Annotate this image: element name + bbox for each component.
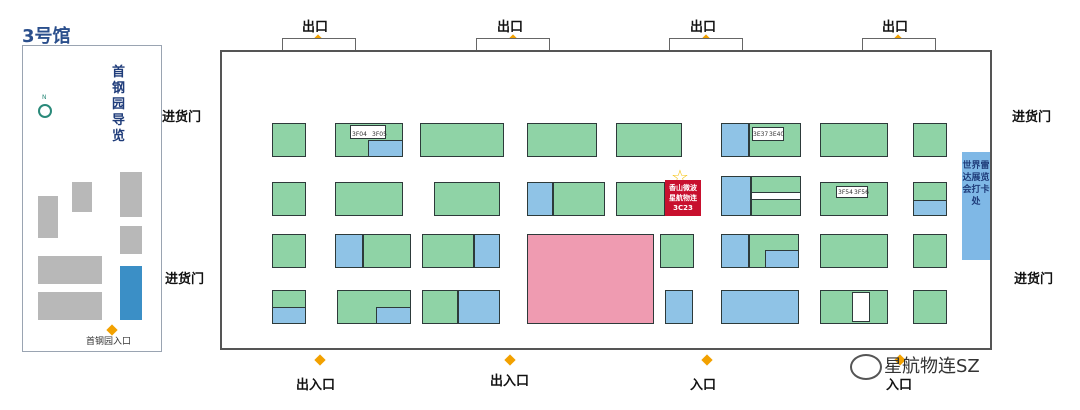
booth-block <box>836 186 868 198</box>
booth-block <box>434 182 500 216</box>
guide-building <box>72 182 92 212</box>
north-label: N <box>42 94 47 101</box>
booth-block <box>616 123 682 157</box>
booth-block <box>527 182 553 216</box>
bottom-entry-label: 出入口 <box>490 374 530 389</box>
booth-block <box>272 182 306 216</box>
booth-block <box>422 234 474 268</box>
booth-block <box>272 234 306 268</box>
booth-block <box>721 176 751 216</box>
side-door-label: 进货门 <box>165 272 205 287</box>
booth-block <box>272 123 306 157</box>
side-door-label: 进货门 <box>1014 272 1054 287</box>
booth-block <box>458 290 500 324</box>
booth-block <box>553 182 605 216</box>
north-compass-icon <box>38 104 52 118</box>
guide-title: 首钢园导览 <box>112 65 126 144</box>
booth-block <box>660 234 694 268</box>
feature-area <box>527 234 654 324</box>
entry-arrow-icon <box>701 354 713 366</box>
booth-block <box>420 123 504 157</box>
booth-block <box>765 250 799 268</box>
highlight-booth-line: 3C23 <box>673 204 693 212</box>
booth-block <box>820 234 888 268</box>
guide-building <box>120 226 142 254</box>
guide-building <box>120 172 142 217</box>
booth-block <box>751 192 801 200</box>
booth-block <box>272 307 306 324</box>
booth-block <box>721 290 799 324</box>
booth-block <box>852 292 870 322</box>
side-door-label: 进货门 <box>1012 110 1052 125</box>
booth-block <box>752 127 784 141</box>
top-exit-label: 出口 <box>882 20 909 35</box>
booth-block <box>721 123 749 157</box>
booth-number: 3E37 <box>753 131 769 138</box>
booth-block <box>376 307 411 324</box>
booth-number: 3F05 <box>372 131 387 138</box>
booth-block <box>474 234 500 268</box>
bottom-entry-label: 入口 <box>690 378 717 393</box>
booth-number: 3F54 <box>838 189 853 196</box>
wechat-icon <box>850 354 882 380</box>
guide-hall-3-building <box>120 266 142 320</box>
bottom-entry-label: 出入口 <box>296 378 336 393</box>
booth-block <box>527 123 597 157</box>
hall-title: 3号馆 <box>22 26 71 47</box>
booth-block <box>616 182 665 216</box>
booth-number: 3E40 <box>769 131 785 138</box>
top-exit-label: 出口 <box>302 20 329 35</box>
entry-arrow-icon <box>314 354 326 366</box>
booth-block <box>422 290 458 324</box>
highlight-booth-line: 星航物连 <box>669 194 697 202</box>
booth-block <box>820 123 888 157</box>
booth-number: 3F56 <box>854 189 869 196</box>
highlight-booth[interactable]: 香山微波 星航物连 3C23 <box>665 180 701 216</box>
guide-building <box>38 256 102 284</box>
booth-block <box>363 234 411 268</box>
booth-block <box>335 234 363 268</box>
entry-arrow-icon <box>504 354 516 366</box>
check-in-sign: 世界雷达展览会打卡处 <box>962 152 990 260</box>
booth-number: 3F04 <box>352 131 367 138</box>
booth-block <box>368 140 403 157</box>
guide-entry-label: 首钢园入口 <box>86 337 132 347</box>
booth-block <box>913 123 947 157</box>
booth-block <box>721 234 749 268</box>
booth-block <box>665 290 693 324</box>
booth-block <box>913 290 947 324</box>
booth-block <box>335 182 403 216</box>
side-door-label: 进货门 <box>162 110 202 125</box>
booth-block <box>350 125 386 139</box>
top-exit-label: 出口 <box>497 20 524 35</box>
highlight-booth-line: 香山微波 <box>669 184 697 192</box>
guide-building <box>38 292 102 320</box>
watermark: 星航物连SZ <box>884 356 980 377</box>
top-exit-label: 出口 <box>690 20 717 35</box>
guide-building <box>38 196 58 238</box>
bottom-entry-label: 入口 <box>886 378 913 393</box>
booth-block <box>913 234 947 268</box>
booth-block <box>913 200 947 216</box>
